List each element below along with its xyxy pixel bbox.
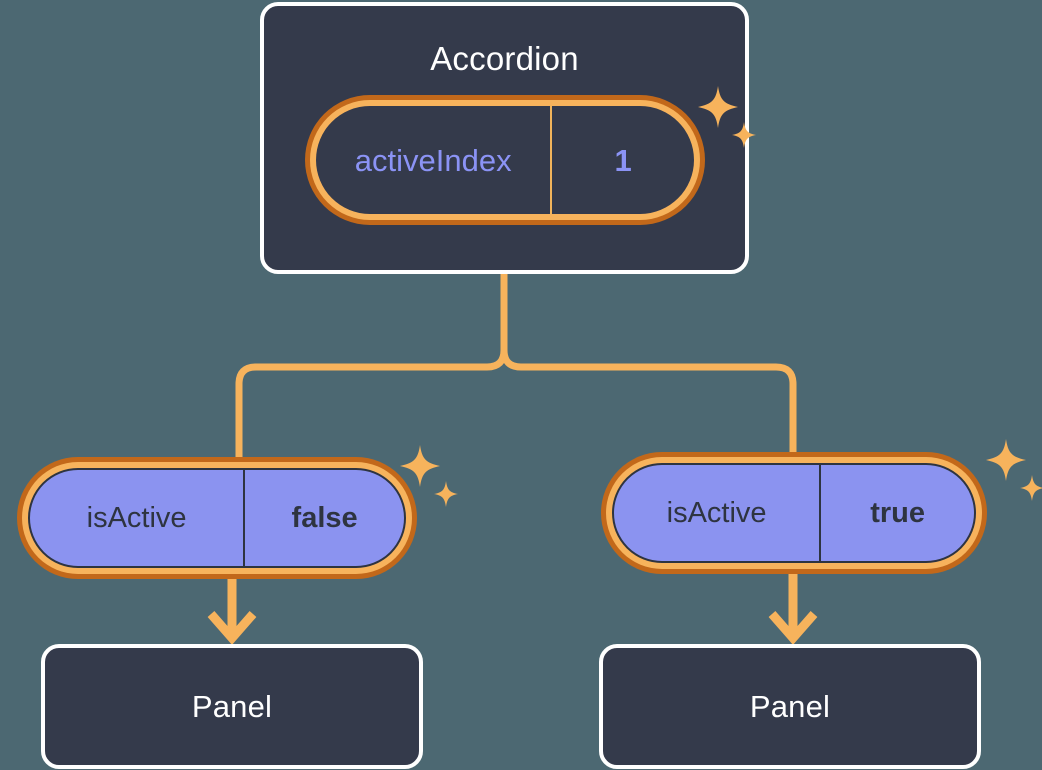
pill-body: isActive true xyxy=(612,463,976,563)
pill-body: activeIndex 1 xyxy=(316,106,694,214)
state-pill-is-active-right[interactable]: isActive true xyxy=(601,452,987,574)
arrow-down-icon-left xyxy=(207,611,257,645)
sparkle-four-point-small-icon xyxy=(434,481,458,507)
pill-body: isActive false xyxy=(28,468,406,568)
panel-title-left: Panel xyxy=(191,689,273,724)
sparkle-four-point-large-icon xyxy=(986,439,1026,481)
state-key-is-active-right: isActive xyxy=(666,496,767,529)
connector-root-to-left-pill xyxy=(235,270,508,462)
accordion-title: Accordion xyxy=(430,40,579,77)
sparkle-group-right xyxy=(986,439,1042,501)
state-key-is-active-left: isActive xyxy=(86,501,187,534)
pill-ring-inner: isActive true xyxy=(606,457,982,569)
sparkle-four-point-large-icon xyxy=(400,445,440,487)
state-key-active-index: activeIndex xyxy=(354,142,512,178)
pill-ring-inner: isActive false xyxy=(22,462,412,574)
arrow-down-icon-right xyxy=(768,611,818,645)
state-value-is-active-left: false xyxy=(243,470,404,566)
state-value-active-index: 1 xyxy=(550,106,694,214)
state-pill-active-index[interactable]: activeIndex 1 xyxy=(305,95,705,225)
component-node-panel-left[interactable]: Panel xyxy=(41,644,423,769)
sparkle-four-point-small-icon xyxy=(1020,475,1042,501)
state-pill-is-active-left[interactable]: isActive false xyxy=(17,457,417,579)
panel-title-right: Panel xyxy=(749,689,831,724)
connector-root-to-right-pill xyxy=(500,270,797,456)
state-value-is-active-right: true xyxy=(819,465,974,561)
component-node-panel-right[interactable]: Panel xyxy=(599,644,981,769)
pill-ring-inner: activeIndex 1 xyxy=(310,100,700,220)
